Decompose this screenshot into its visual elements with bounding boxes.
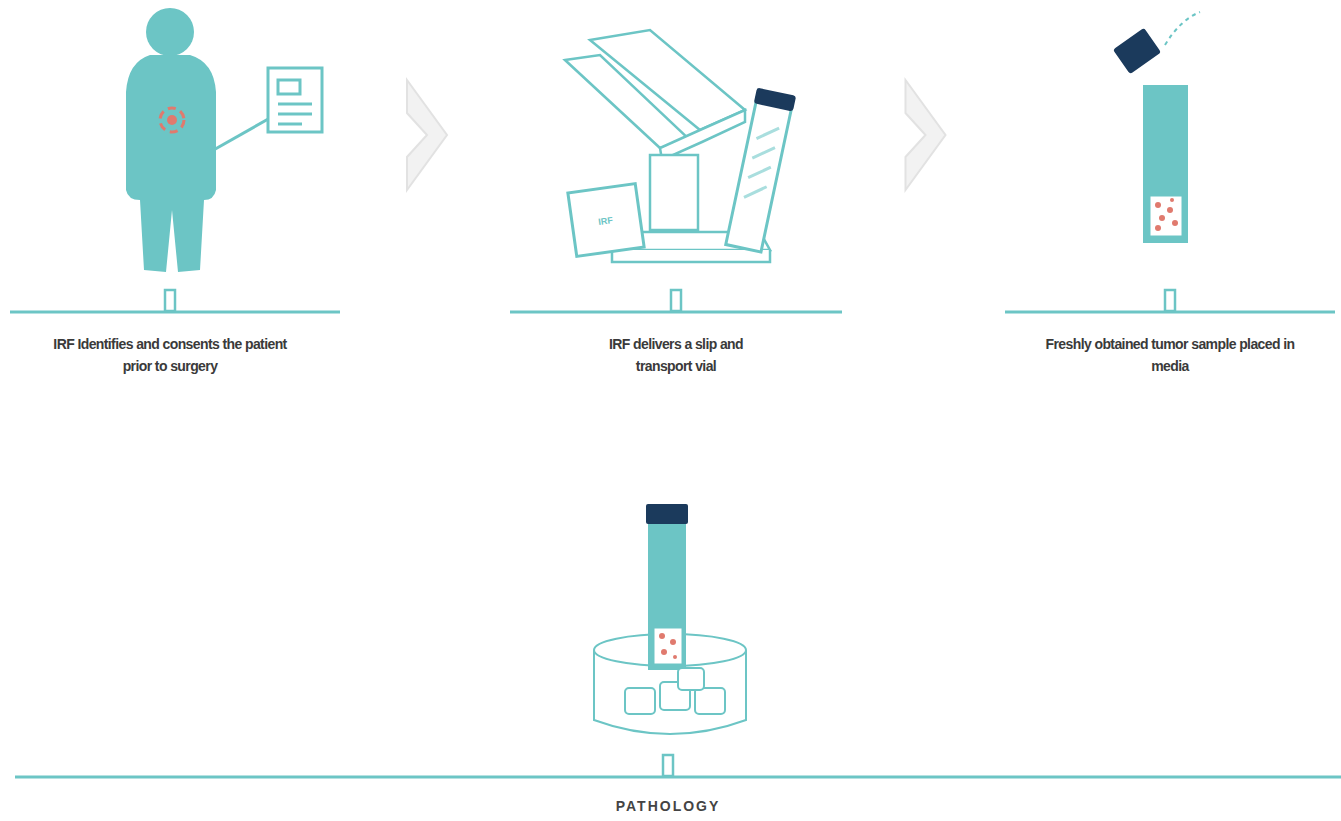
arrow-head [906,80,946,190]
step-label: Freshly obtained tumor sample placed in … [1045,333,1295,377]
arrow-head [407,80,447,190]
transport-vial [724,88,796,253]
connector-line [340,135,510,136]
process-step: IRF delivers a slip and transport vial [510,0,842,400]
step-label: IRF delivers a slip and transport vial [581,333,771,377]
step-label: IRF Identifies and consents the patient … [45,333,295,377]
sample-vial [1113,12,1200,243]
process-step: PATHOLOGY [15,480,1341,821]
slip [568,184,644,257]
flow-chevron [842,80,1005,190]
slip-label: IRF [598,215,614,227]
process-step: Freshly obtained tumor sample placed in … [1005,0,1335,400]
timeline [10,290,1341,777]
flow-chevron [340,80,510,190]
process-step: IRF Identifies and consents the patient … [10,0,340,400]
patient-figure [126,8,322,272]
ice-bowl [594,504,746,734]
connector-line [842,135,1005,136]
step-label: PATHOLOGY [568,795,768,817]
